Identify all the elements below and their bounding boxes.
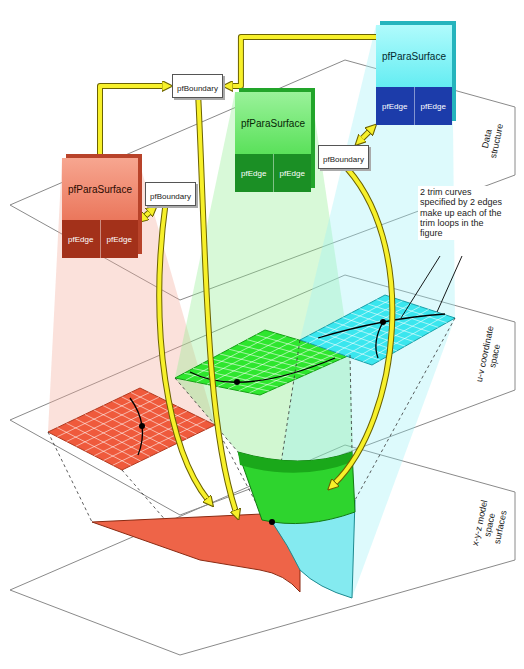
mapping-arrow bbox=[198, 92, 236, 512]
trim-point bbox=[380, 319, 386, 325]
leader-line bbox=[437, 256, 462, 312]
projection-line bbox=[355, 318, 455, 500]
edge-cell: pfEdge bbox=[376, 87, 414, 125]
mapping-arrow-outline bbox=[334, 162, 392, 484]
edge-band: pfEdge pfEdge bbox=[376, 87, 452, 125]
surface-block: pfParaSurface pfEdge pfEdge bbox=[235, 92, 311, 192]
boundary-link bbox=[361, 130, 370, 139]
edge-cell: pfEdge bbox=[62, 220, 100, 258]
plane-label: x-y-z model space surfaces bbox=[467, 491, 512, 559]
leader-line bbox=[401, 256, 440, 318]
grid-line bbox=[76, 402, 168, 446]
grid-line bbox=[57, 393, 149, 437]
block-title: pfParaSurface bbox=[235, 92, 311, 154]
green-surface bbox=[238, 452, 355, 524]
link-line bbox=[100, 86, 164, 158]
leader-lines bbox=[401, 256, 462, 318]
edge-band: pfEdge pfEdge bbox=[235, 154, 311, 192]
grid-line bbox=[113, 420, 206, 465]
node-text: pfBoundary bbox=[323, 155, 364, 164]
projection-line bbox=[48, 432, 92, 522]
node-text: pfEdge bbox=[421, 102, 446, 111]
node-text: pfParaSurface bbox=[382, 51, 446, 62]
red-surface bbox=[92, 514, 300, 592]
grid-line bbox=[67, 397, 159, 441]
projection-line bbox=[350, 355, 352, 452]
model-plane bbox=[10, 445, 515, 655]
mapping-arrows bbox=[159, 92, 392, 512]
link-line bbox=[361, 130, 370, 139]
cyan-grid bbox=[300, 295, 455, 365]
grid-line bbox=[103, 406, 178, 443]
boundary-link bbox=[231, 37, 376, 86]
red-grid bbox=[48, 388, 215, 470]
edge-cell: pfEdge bbox=[273, 154, 312, 192]
node-text: pfEdge bbox=[68, 235, 93, 244]
block-title: pfParaSurface bbox=[62, 158, 138, 220]
edge-cell: pfEdge bbox=[235, 154, 273, 192]
edge-band: pfEdge pfEdge bbox=[62, 220, 138, 258]
surface-block: pfParaSurface pfEdge pfEdge bbox=[62, 158, 138, 258]
edge-cell: pfEdge bbox=[414, 87, 453, 125]
grid-line bbox=[239, 349, 329, 391]
plane-label: u-v coordinate space bbox=[472, 321, 507, 388]
trim-points bbox=[139, 319, 386, 429]
grid-line bbox=[85, 407, 178, 452]
mapping-arrow-outline bbox=[198, 92, 236, 512]
grid-line bbox=[363, 315, 446, 362]
node-text: pfEdge bbox=[382, 102, 407, 111]
node-text: pfBoundary bbox=[177, 84, 218, 93]
mapping-arrow bbox=[159, 200, 208, 500]
boundary-link bbox=[144, 211, 151, 217]
link-outline bbox=[231, 37, 376, 86]
surface-block: pfParaSurface pfEdge pfEdge bbox=[376, 25, 452, 125]
plane-label: Data structure bbox=[475, 110, 509, 169]
mapping-arrow-outline bbox=[159, 200, 208, 500]
link-outline bbox=[100, 86, 164, 158]
boundary-box: pfBoundary bbox=[172, 74, 223, 98]
node-text: pfEdge bbox=[107, 235, 132, 244]
link-line bbox=[231, 37, 376, 86]
projection-beams bbox=[48, 25, 455, 598]
grid-lines bbox=[57, 298, 447, 466]
link-outline bbox=[144, 211, 151, 217]
edge-cell: pfEdge bbox=[100, 220, 139, 258]
node-text: pfParaSurface bbox=[241, 118, 305, 129]
trim-point bbox=[139, 423, 145, 429]
boundary-link bbox=[100, 86, 164, 158]
projection-line bbox=[175, 378, 238, 452]
trim-point bbox=[234, 379, 240, 385]
node-text: pfEdge bbox=[280, 169, 305, 178]
boundary-box: pfBoundary bbox=[318, 145, 369, 169]
note-text: 2 trim curves specified by 2 edges make … bbox=[418, 186, 506, 240]
mapping-arrow bbox=[334, 162, 392, 484]
green-surface-edge bbox=[238, 452, 352, 473]
link-outline bbox=[361, 130, 370, 139]
node-text: pfEdge bbox=[241, 169, 266, 178]
boundary-box: pfBoundary bbox=[145, 182, 196, 206]
node-text: pfParaSurface bbox=[68, 184, 132, 195]
link-line bbox=[144, 211, 151, 217]
junction-point bbox=[269, 519, 275, 525]
block-title: pfParaSurface bbox=[376, 25, 452, 87]
trim-curve bbox=[376, 322, 383, 358]
node-text: pfBoundary bbox=[150, 192, 191, 201]
